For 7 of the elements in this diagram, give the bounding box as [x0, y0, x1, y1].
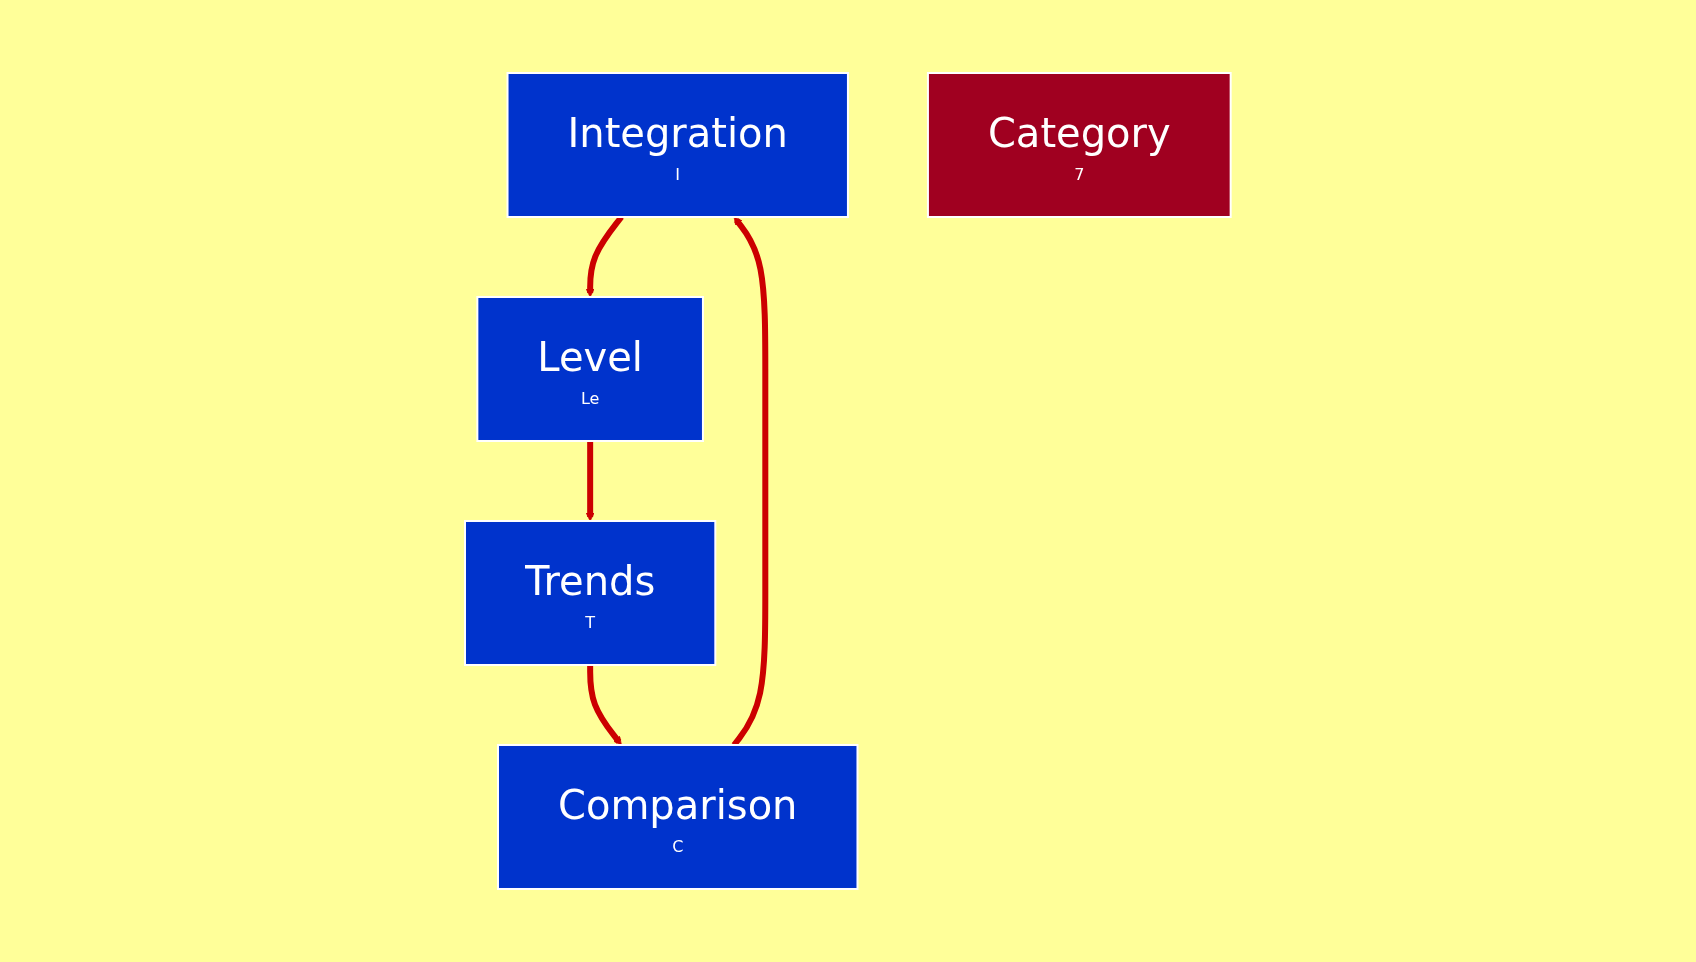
- node-box: Level Le: [476, 296, 705, 442]
- node-box: Trends T: [464, 520, 717, 666]
- node-box: Category 7: [927, 72, 1232, 218]
- node-box: Integration I: [506, 72, 850, 218]
- arrow: [587, 665, 622, 746]
- node-box: Comparison C: [497, 744, 859, 890]
- arrow: [585, 441, 595, 522]
